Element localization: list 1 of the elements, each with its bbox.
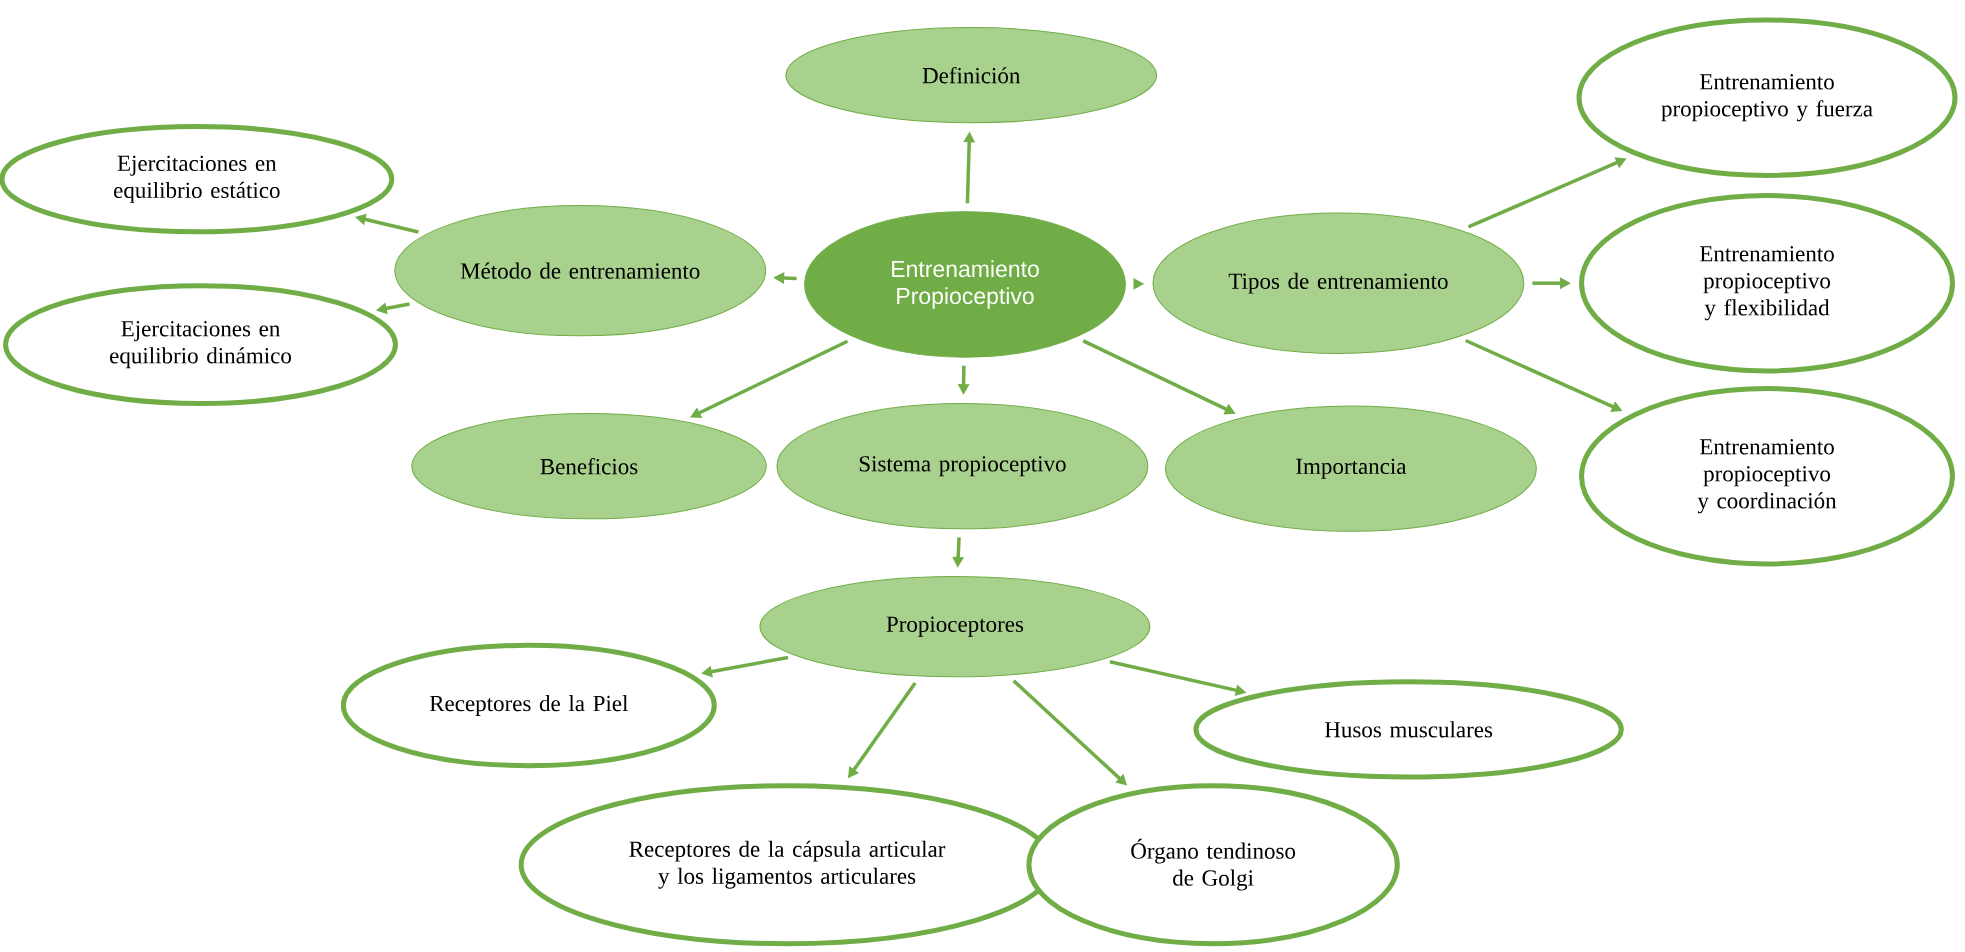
node-label: Órgano tendinoso de Golgi [1131,838,1296,891]
